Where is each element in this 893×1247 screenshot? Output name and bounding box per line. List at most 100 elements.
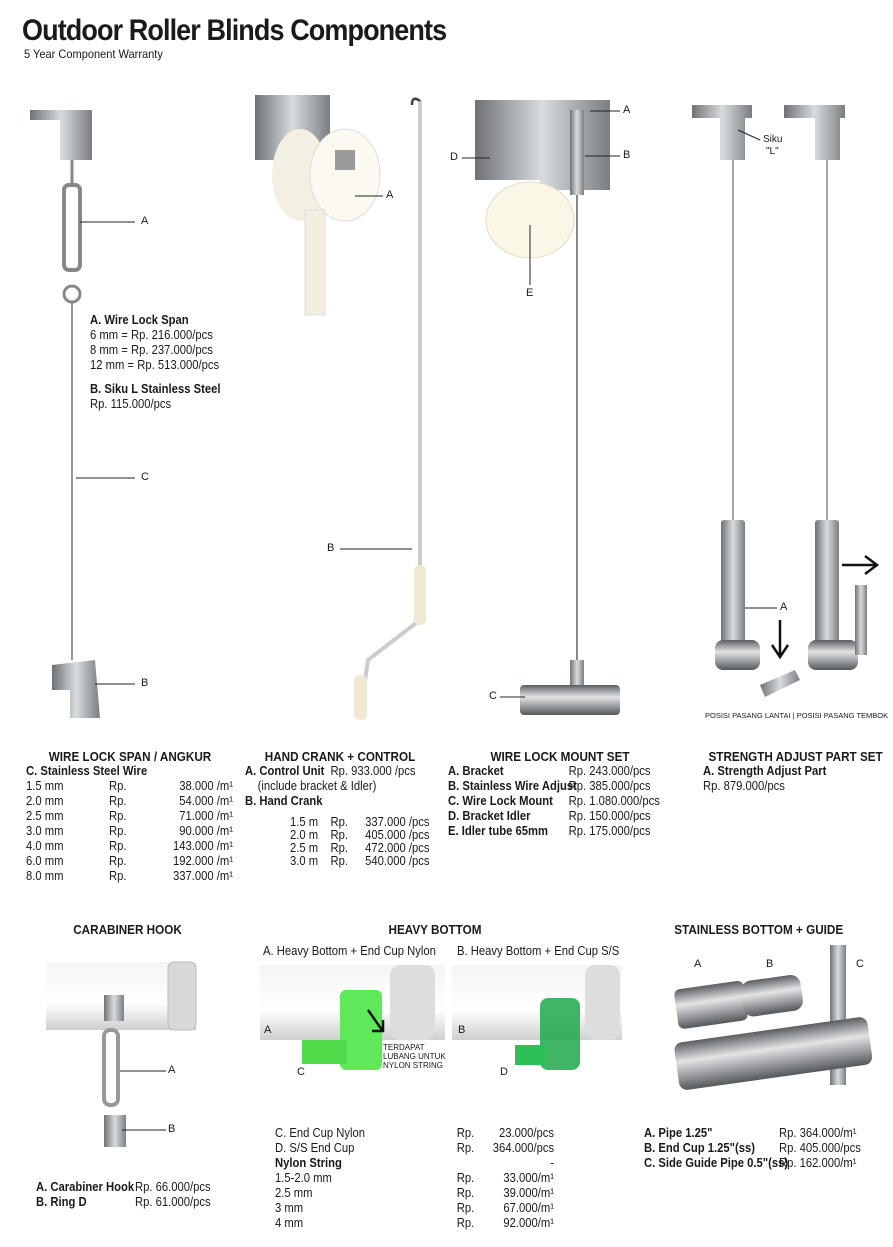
row-value: Rp. (456, 1216, 475, 1230)
section-heading: CARABINER HOOK (73, 922, 182, 937)
page-subtitle: 5 Year Component Warranty (24, 47, 163, 61)
row-value: Rp. (456, 1186, 475, 1200)
row-value: 39.000/m¹ (503, 1186, 554, 1200)
callout-c: C (141, 471, 149, 483)
siku-bracket-bottom (52, 660, 100, 718)
callout-b: B (327, 542, 335, 554)
row-value: 90.000 /m¹ (179, 824, 233, 838)
row-value: Rp. (108, 854, 127, 868)
row-value: Rp. 162.000/m¹ (779, 1156, 857, 1170)
row-value: Rp. 61.000/pcs (135, 1195, 211, 1209)
nylon-string-note: TERDAPAT LUBANG UNTUK NYLON STRING (383, 1043, 446, 1070)
row-label: 3.0 mm (26, 824, 64, 838)
row-label: A. Bracket (448, 764, 504, 778)
arrow-down-icon (770, 620, 790, 660)
callout-b: B (141, 677, 149, 689)
row-label: 4 mm (275, 1216, 304, 1230)
row-value: Rp. (456, 1201, 475, 1215)
item-a-note: (include bracket & Idler) (257, 779, 377, 793)
carabiner-illustration (46, 961, 197, 1147)
row-value: 337.000 /pcs (365, 815, 430, 829)
row-label: 6.0 mm (26, 854, 64, 868)
row-label: 2.0 m (290, 828, 319, 842)
row-label: 2.5 mm (26, 809, 64, 823)
section-heading: HAND CRANK + CONTROL (264, 749, 416, 764)
callout-a: A (264, 1024, 272, 1036)
table-row: B. Ring D Rp. 61.000/pcs (36, 1195, 225, 1210)
row-label: B. Ring D (36, 1195, 87, 1209)
section-heading: WIRE LOCK SPAN / ANGKUR (48, 749, 212, 764)
callout-c: C (489, 690, 497, 702)
row-value: 67.000/m¹ (503, 1201, 554, 1215)
row-value: Rp. 1.080.000/pcs (568, 794, 660, 808)
callout-b: B (623, 149, 631, 161)
callout-a: A (168, 1064, 176, 1076)
row-value: Rp. 405.000/pcs (779, 1141, 861, 1155)
row-value: Rp. (108, 794, 127, 808)
row-label: A. Carabiner Hook (36, 1180, 135, 1194)
section-heading: STAINLESS BOTTOM + GUIDE (674, 922, 844, 937)
row-value: - (550, 1156, 554, 1170)
table-row: A. Pipe 1.25"Rp. 364.000/m¹ (644, 1126, 869, 1141)
row-label: B. End Cup 1.25"(ss) (644, 1141, 755, 1155)
row-label: B. Stainless Wire Adjust (448, 779, 577, 793)
note-line: NYLON STRING (383, 1061, 444, 1070)
page-title: Outdoor Roller Blinds Components (22, 14, 447, 47)
table-row: B. End Cup 1.25"(ss) Rp. 405.000/pcs (644, 1141, 869, 1156)
item-b-name: B. Siku L Stainless Steel (90, 382, 221, 396)
row-label: 2.5 m (290, 841, 319, 855)
callout-siku: Siku (763, 134, 783, 145)
row-value: Rp. (456, 1126, 475, 1140)
price-line: 6 mm = Rp. 216.000/pcs (90, 328, 213, 342)
wire-lock-mount-illustration (462, 100, 620, 715)
item-a-price: Rp. 879.000/pcs (703, 779, 785, 793)
row-value: 540.000 /pcs (365, 854, 430, 868)
callout-siku-l: "L" (766, 146, 779, 157)
callout-a: A (623, 104, 631, 116)
callout-b: B (766, 958, 774, 970)
row-label: E. Idler tube 65mm (448, 824, 549, 838)
price-line: Rp. 115.000/pcs (90, 397, 172, 411)
turnbuckle (62, 183, 82, 272)
item-a-name: A. Strength Adjust Part (703, 764, 827, 778)
row-value: 38.000 /m¹ (179, 779, 233, 793)
row-label: 2.5 mm (275, 1186, 313, 1200)
item-c-name: C. Stainless Steel Wire (26, 764, 148, 778)
table-row: 2.5 mm Rp. 39.000/m¹ (275, 1186, 554, 1201)
row-value: Rp. (108, 824, 127, 838)
callout-e: E (526, 287, 534, 299)
row-label: Nylon String (275, 1156, 342, 1170)
callout-d: D (500, 1066, 508, 1078)
callout-a: A (694, 958, 702, 970)
row-value: 337.000 /m¹ (172, 869, 233, 883)
row-label: 8.0 mm (26, 869, 64, 883)
table-row: 3.0 mm Rp. 90.000 /m¹ (26, 824, 233, 839)
row-value: Rp. (108, 779, 127, 793)
row-value: 54.000 /m¹ (179, 794, 233, 808)
row-value: Rp. (456, 1171, 475, 1185)
row-label: A. Pipe 1.25" (644, 1126, 713, 1140)
table-row: Nylon String - (275, 1156, 554, 1171)
row-value: 71.000 /m¹ (179, 809, 233, 823)
callout-b: B (168, 1123, 176, 1135)
mounting-positions: POSISI PASANG LANTAI | POSISI PASANG TEM… (705, 711, 889, 720)
row-label: C. Side Guide Pipe 0.5"(ss) (644, 1156, 789, 1170)
